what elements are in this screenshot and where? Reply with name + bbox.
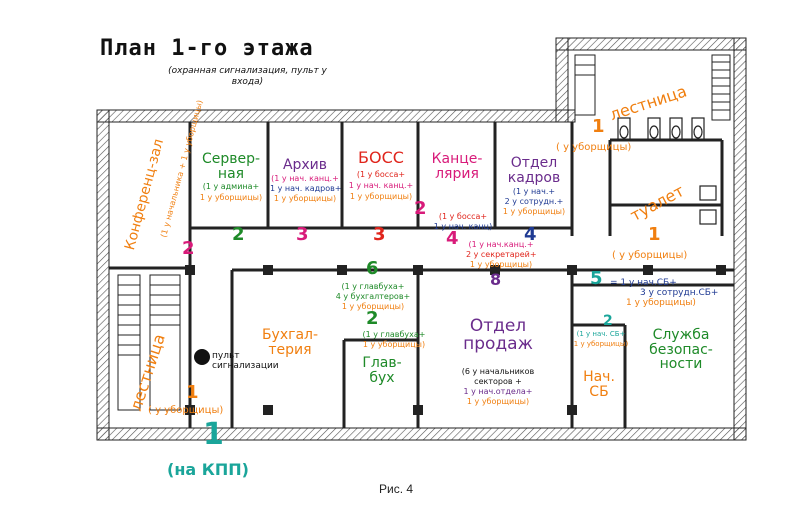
security-head-number: 2: [603, 313, 613, 329]
toilet-number: 1: [648, 224, 661, 245]
chief-accountant-number: 2: [366, 308, 379, 329]
chancellery-note-e: 1 у уборщицы): [469, 260, 533, 269]
hr-room-note-b: 2 у сотрудн.+: [504, 197, 564, 206]
archive-room-note-c: 1 у уборщицы): [273, 194, 337, 203]
archive-room-note-a: (1 у нач. канц.+: [271, 174, 339, 183]
corridor-number-b: 8: [490, 270, 502, 289]
stairs-top-steps: [574, 54, 731, 121]
figure-caption: Рис. 4: [379, 482, 414, 496]
chancellery-room-label: Канце- лярия: [431, 151, 483, 182]
security-note-a: = 1 у нач.СБ+: [610, 278, 677, 288]
boss-room-note-c: 1 у уборщицы): [349, 192, 413, 201]
hr-room-label: Отдел кадров: [507, 155, 561, 186]
sales-room-note-a: (6 у начальников: [461, 367, 535, 376]
chancellery-door-number-a: 2: [414, 198, 427, 219]
page-subtitle: (охранная сигнализация, пульт у входа): [168, 66, 327, 88]
chief-accountant-note-b: 1 у уборщицы): [362, 340, 426, 349]
sales-room-note-b: секторов +: [474, 377, 522, 386]
archive-room-label: Архив: [282, 157, 328, 173]
boss-room-note-b: 1 у нач. канц.+: [348, 181, 414, 190]
interior-walls: [109, 122, 734, 428]
accounting-room-label: Бухгал- терия: [261, 327, 319, 358]
security-head-note-b: 1 у уборщицы): [573, 340, 629, 348]
chancellery-note-a: (1 у босса+: [438, 212, 488, 221]
stairs-top-note: ( у уборщицы): [556, 142, 632, 153]
toilet-fixtures: [617, 117, 717, 225]
entrance-label: (на КПП): [167, 460, 249, 479]
chancellery-door-number-b: 4: [446, 228, 459, 249]
corridor-note-a: (1 у главбуха+: [341, 282, 405, 291]
boss-room-label: БОСС: [358, 148, 404, 167]
toilet-note: ( у уборщицы): [612, 250, 688, 261]
chancellery-note-c: (1 у нач.канц.+: [468, 240, 534, 249]
server-room-number: 2: [232, 224, 245, 245]
stairs-top-number: 1: [592, 116, 605, 137]
server-room-label: Сервер- ная: [201, 151, 261, 182]
boss-room-note-a: (1 у босса+: [356, 170, 406, 179]
conference-door-number: 2: [182, 238, 195, 259]
stairs-left-note: ( у уборщицы): [148, 405, 224, 416]
stairs-left-number: 1: [186, 382, 199, 403]
security-head-note-a: (1 у нач. СБ+: [576, 330, 626, 338]
security-head-room-label: Нач. СБ: [583, 369, 615, 400]
boss-room-number: 3: [373, 224, 386, 245]
sales-room-label: Отдел продаж: [463, 316, 533, 354]
archive-room-note-b: 1 у нач. кадров+: [270, 184, 342, 193]
archive-room-number: 3: [296, 224, 309, 245]
security-note-c: 1 у уборщицы): [626, 298, 696, 308]
outer-walls: [96, 37, 747, 441]
alarm-panel-label: пульт сигнализации: [212, 351, 279, 371]
chief-accountant-room-label: Глав- бух: [362, 355, 402, 386]
server-room-note-b: 1 у уборщицы): [199, 193, 263, 202]
hr-room-note-c: 1 у уборщицы): [502, 207, 566, 216]
sales-room-note-c: 1 у нач.отдела+: [463, 387, 533, 396]
corridor-note-c: 1 у уборщицы): [341, 302, 405, 311]
security-number: 5: [590, 268, 603, 289]
chancellery-note-b: 1 у нач. канц): [433, 222, 493, 231]
columns: [185, 265, 726, 415]
page-title: План 1-го этажа: [100, 36, 314, 61]
entrance-number: 1: [203, 417, 224, 452]
chancellery-note-d: 2 у секретарей+: [466, 250, 537, 259]
security-note-b: 3 у сотрудн.СБ+: [640, 288, 719, 298]
stairs-left-steps: [117, 274, 181, 411]
sales-room-note-d: 1 у уборщицы): [466, 397, 530, 406]
security-room-label: Служба безопас- ности: [649, 327, 713, 373]
chief-accountant-note-a: (1 у главбуха+: [362, 330, 426, 339]
hr-room-number: 4: [524, 224, 537, 245]
hr-room-note-a: (1 у нач.+: [512, 187, 556, 196]
server-room-note-a: (1 у админа+: [202, 182, 260, 191]
corridor-note-b: 4 у бухгалтеров+: [335, 292, 411, 301]
corridor-number-a: 6: [366, 258, 379, 279]
alarm-panel-marker: [194, 349, 210, 365]
